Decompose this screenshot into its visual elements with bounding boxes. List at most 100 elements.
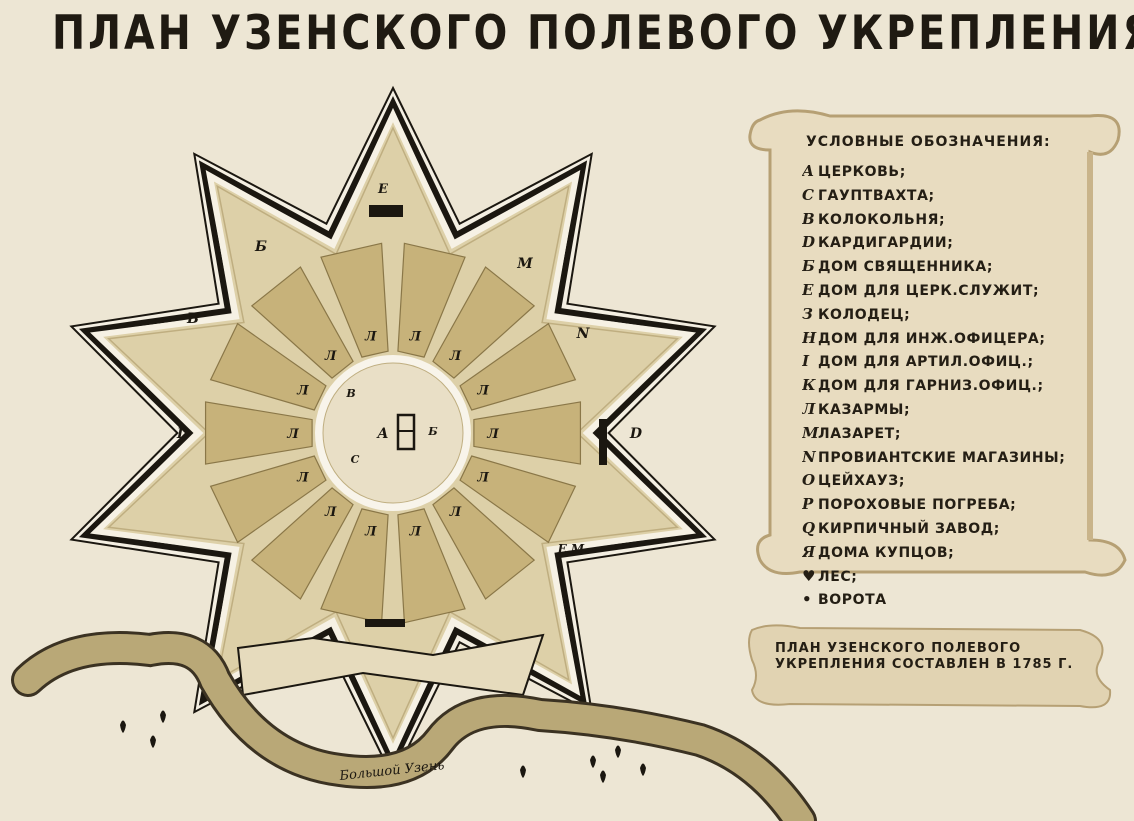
barracks-label: Л xyxy=(409,330,422,345)
house-label: Б xyxy=(427,425,438,438)
legend-symbol: Б xyxy=(802,257,816,276)
legend-text: ДОМ СВЯЩЕННИКА; xyxy=(818,259,994,276)
east-gate-structure xyxy=(599,419,607,465)
legend-item: I ДОМ ДЛЯ АРТИЛ.ОФИЦ.; xyxy=(802,350,1102,374)
legend-symbol: В xyxy=(802,209,816,228)
outwork xyxy=(236,633,545,697)
legend-symbol: З xyxy=(802,304,814,323)
barracks-label: Л xyxy=(296,384,309,399)
barrack-sector xyxy=(320,242,389,358)
legend-text: ЛЕС; xyxy=(818,568,858,585)
tree-icon xyxy=(120,720,126,733)
barracks-label: Л xyxy=(324,505,337,520)
legend-item: НДОМ ДЛЯ ИНЖ.ОФИЦЕРА; xyxy=(802,327,1102,351)
barracks-label: Л xyxy=(364,330,377,345)
river xyxy=(14,634,814,821)
barracks-label: Л xyxy=(476,384,489,399)
map-title: ПЛАН УЗЕНСКОГО ПОЛЕВОГО УКРЕПЛЕНИЯ xyxy=(52,6,1134,62)
north-gate-structure xyxy=(369,205,403,217)
bell-label: В xyxy=(345,387,355,400)
church-label: А xyxy=(376,426,388,442)
barracks-label: Л xyxy=(286,427,299,442)
tree-icon xyxy=(590,755,596,768)
guard-label: С xyxy=(351,453,360,466)
legend-symbol: Е xyxy=(802,280,815,299)
barrack-sector xyxy=(250,266,354,379)
barrack-sector xyxy=(320,508,389,624)
barrack-sector xyxy=(250,487,354,600)
barrack-sector xyxy=(209,455,327,544)
legend-symbol: ♥ xyxy=(802,566,817,585)
point-label: D xyxy=(629,426,643,442)
tree-icon xyxy=(160,710,166,723)
barrack-sector xyxy=(397,242,466,358)
legend-text: ДОМ ДЛЯ ИНЖ.ОФИЦЕРА; xyxy=(818,330,1046,347)
legend-item: ♥ЛЕС; xyxy=(802,565,1102,589)
legend-text: ЛАЗАРЕТ; xyxy=(818,425,902,442)
legend-text: КОЛОКОЛЬНЯ; xyxy=(818,211,946,228)
legend-text: ДОМА КУПЦОВ; xyxy=(818,544,955,561)
legend-symbol: О xyxy=(802,471,816,490)
barrack-sector xyxy=(204,401,313,465)
legend-symbol: N xyxy=(802,447,817,466)
tree-icon xyxy=(150,735,156,748)
barracks-label: Л xyxy=(364,524,377,539)
barracks-label: Л xyxy=(324,349,337,364)
legend-symbol: Л xyxy=(802,399,816,418)
legend-symbol: D xyxy=(802,233,816,252)
legend-symbol: • xyxy=(802,590,813,609)
barrack-sector xyxy=(432,266,536,379)
barracks-label: Л xyxy=(449,349,462,364)
barrack-sector xyxy=(209,322,327,411)
legend-text: ДОМ ДЛЯ АРТИЛ.ОФИЦ.; xyxy=(818,354,1034,371)
legend-text: КИРПИЧНЫЙ ЗАВОД; xyxy=(818,520,1001,537)
legend-text: КАЗАРМЫ; xyxy=(818,401,911,418)
legend-symbol: Q xyxy=(802,518,816,537)
barrack-sector xyxy=(473,401,582,465)
barracks-label: Л xyxy=(449,505,462,520)
point-label: Б xyxy=(186,311,199,327)
legend-text: ПОРОХОВЫЕ ПОГРЕБА; xyxy=(818,497,1017,514)
barracks-label: Л xyxy=(409,524,422,539)
legend-text: ЦЕЙХАУЗ; xyxy=(818,473,906,490)
barracks-label: Л xyxy=(476,470,489,485)
barracks-label: Л xyxy=(296,470,309,485)
legend-symbol: I xyxy=(802,352,810,371)
legend-text: ПРОВИАНТСКИЕ МАГАЗИНЫ; xyxy=(818,449,1066,466)
legend-heading: УСЛОВНЫЕ ОБОЗНАЧЕНИЯ: xyxy=(806,134,1051,150)
tree-icon xyxy=(520,765,526,778)
legend-text: ГАУПТВАХТА; xyxy=(818,187,935,204)
point-label: Е.М. xyxy=(557,542,589,556)
legend-item: МЛАЗАРЕТ; xyxy=(802,422,1102,446)
point-label: Б xyxy=(254,239,267,255)
legend-text: ДОМ ДЛЯ ГАРНИЗ.ОФИЦ.; xyxy=(818,378,1044,395)
legend-symbol: Я xyxy=(802,542,816,561)
legend-symbol: М xyxy=(802,423,820,442)
legend-text: КОЛОДЕЦ; xyxy=(818,306,911,323)
tree-icon xyxy=(640,763,646,776)
legend-text: ДОМ ДЛЯ ЦЕРК.СЛУЖИТ; xyxy=(818,282,1040,299)
fort-inner-line xyxy=(107,126,679,740)
legend-symbol: Н xyxy=(802,328,817,347)
barracks-label: Л xyxy=(486,427,499,442)
legend-scroll xyxy=(748,109,1127,577)
barrack-sector xyxy=(459,455,577,544)
compilation-note: ПЛАН УЗЕНСКОГО ПОЛЕВОГО УКРЕПЛЕНИЯ СОСТА… xyxy=(775,641,1074,672)
legend-symbol: С xyxy=(802,185,815,204)
legend-symbol: К xyxy=(802,376,817,395)
tree-icon xyxy=(615,745,621,758)
legend-symbol: Р xyxy=(802,495,814,514)
